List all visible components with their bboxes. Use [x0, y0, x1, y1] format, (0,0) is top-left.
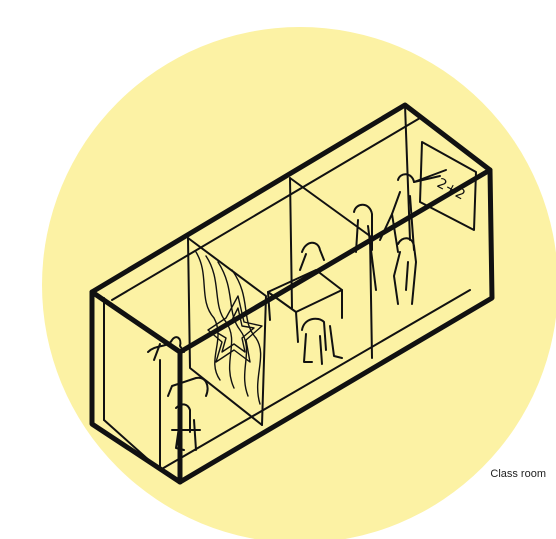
caption-label: Class room — [490, 468, 546, 480]
